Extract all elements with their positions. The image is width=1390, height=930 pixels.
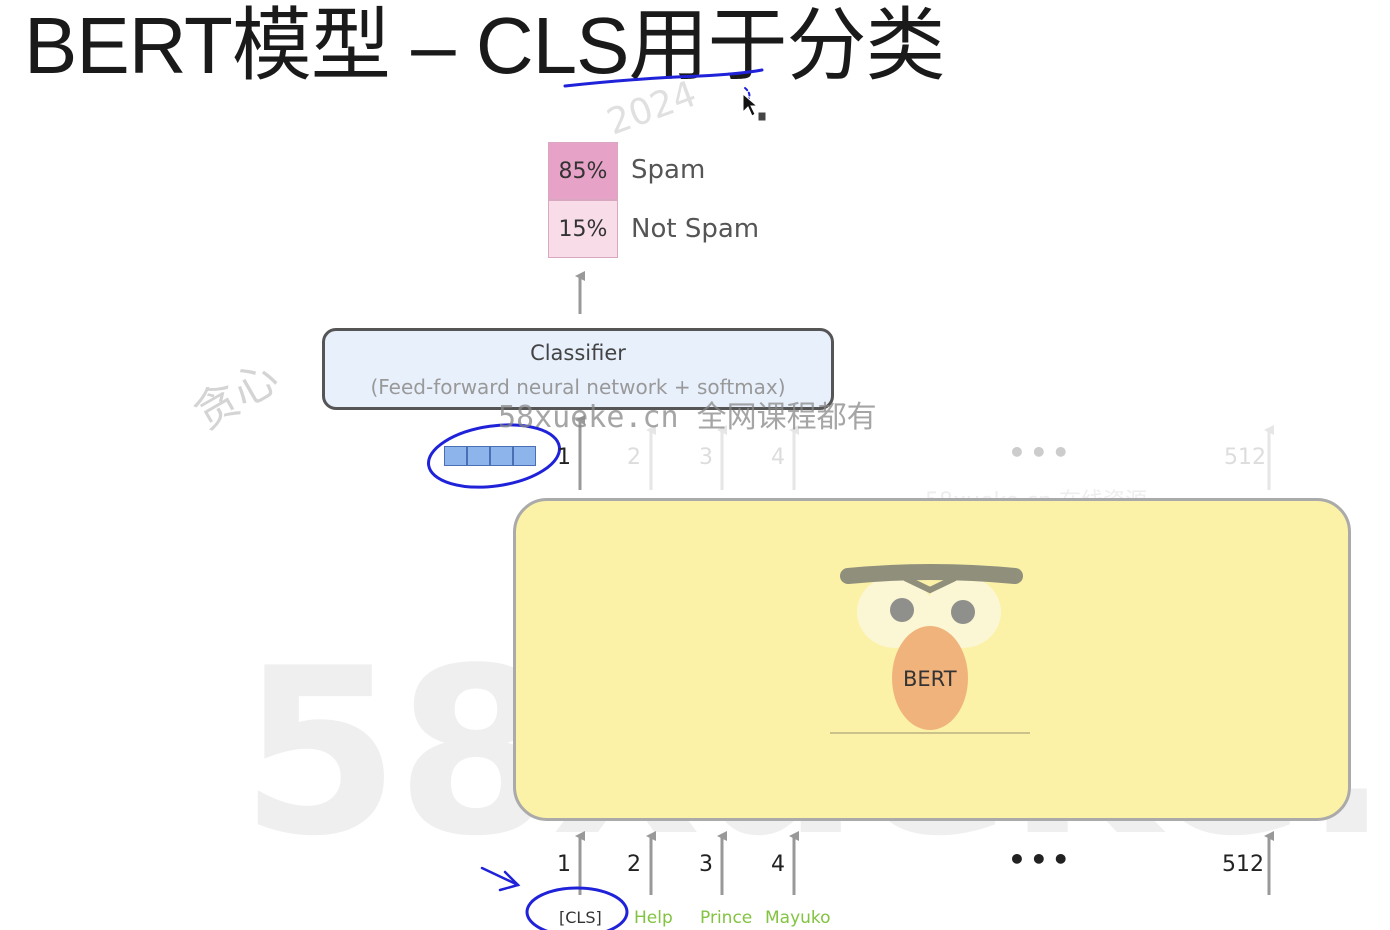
not-spam-percent: 15%: [558, 216, 608, 242]
bert-label: BERT: [903, 667, 957, 691]
input-position-1: 1: [557, 852, 571, 877]
cls-vector-cell: [467, 446, 490, 466]
classifier-title: Classifier: [530, 341, 626, 365]
input-position-512: 512: [1222, 852, 1264, 877]
input-position-4: 4: [771, 852, 785, 877]
cls-vector-cell: [444, 446, 467, 466]
output-position-512: 512: [1224, 445, 1266, 470]
token-help: Help: [634, 908, 673, 928]
input-position-2: 2: [627, 852, 641, 877]
input-position-3: 3: [699, 852, 713, 877]
not-spam-label: Not Spam: [631, 214, 760, 244]
not-spam-probability-box: 15%: [548, 200, 618, 258]
output-position-1: 1: [557, 445, 571, 470]
token-cls: [CLS]: [559, 908, 602, 927]
output-position-4: 4: [771, 445, 785, 470]
vector-circle: [427, 423, 561, 489]
classifier-subtitle: (Feed-forward neural network + softmax): [370, 375, 786, 399]
output-position-2: 2: [627, 445, 641, 470]
pointer-arrow-shaft: [480, 866, 520, 887]
spam-label: Spam: [631, 155, 706, 185]
spam-percent: 85%: [558, 158, 608, 184]
pen-annotations: [427, 68, 764, 930]
cls-vector-cell: [490, 446, 513, 466]
site-watermark: 58xueke.cn 全网课程都有: [498, 400, 877, 435]
cls-token-circle: [525, 886, 629, 930]
classifier-box: Classifier (Feed-forward neural network …: [322, 328, 834, 410]
mouse-cursor-icon: [742, 92, 767, 122]
output-ellipsis: •••: [1008, 436, 1074, 469]
output-position-3: 3: [699, 445, 713, 470]
pointer-arrow-head: [498, 870, 521, 892]
cls-vector-cell: [513, 446, 536, 466]
spam-probability-box: 85%: [548, 142, 618, 200]
slide-title: BERT模型 – CLS用于分类: [24, 1, 945, 90]
token-prince: Prince: [700, 908, 753, 928]
token-mayuko: Mayuko: [765, 908, 831, 928]
input-ellipsis: •••: [1008, 843, 1074, 876]
title-underline: [563, 68, 764, 88]
bert-face-illustration: [830, 564, 1030, 734]
